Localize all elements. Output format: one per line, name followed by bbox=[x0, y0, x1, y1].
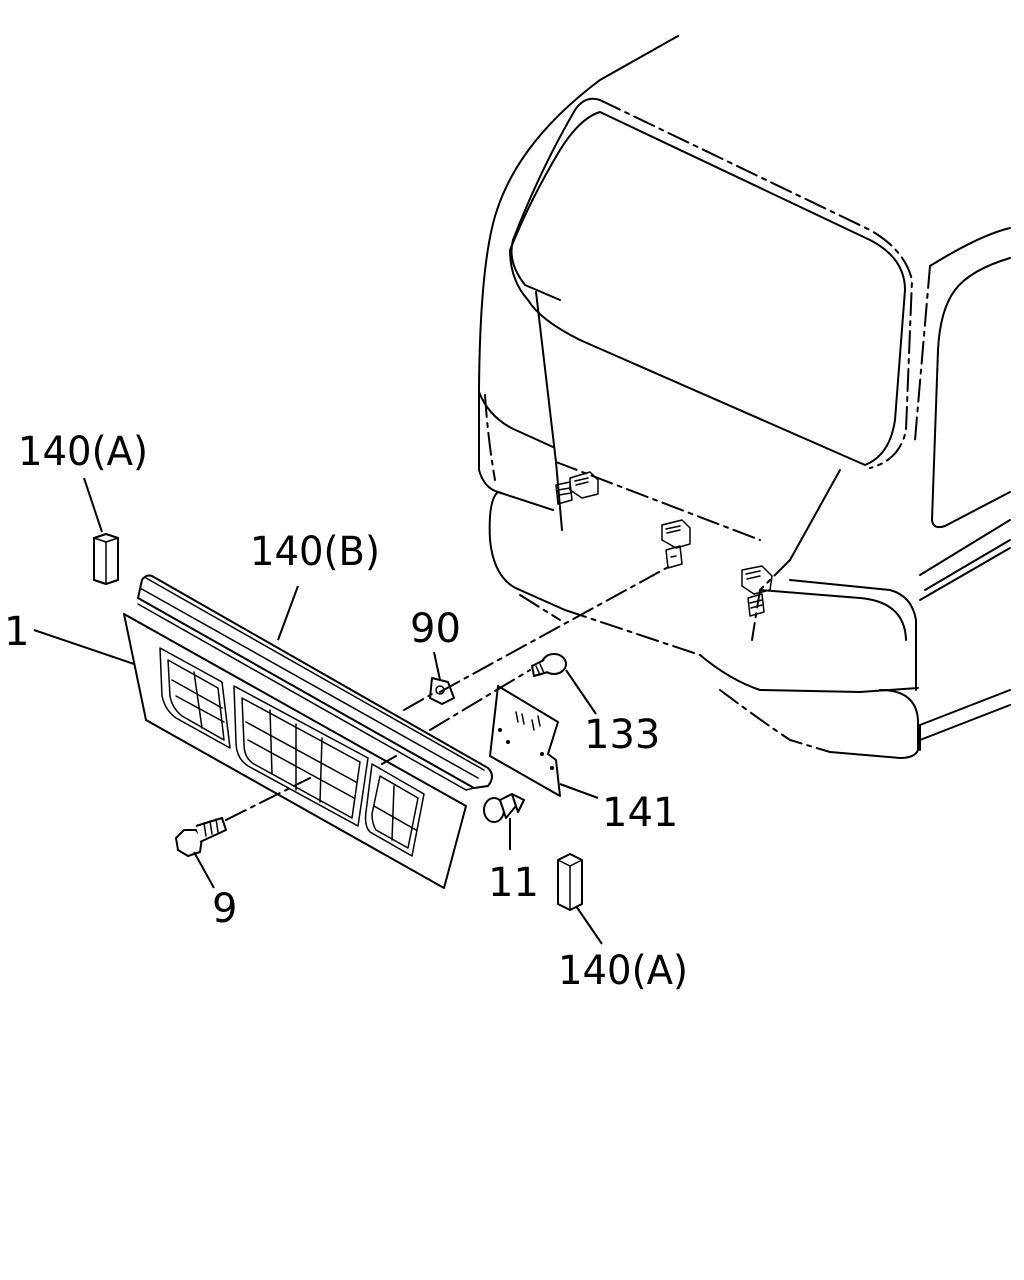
label-90: 90 bbox=[410, 606, 461, 652]
part-140a-bottom bbox=[557, 853, 583, 911]
part-labels: 140(A) 140(B) 1 90 133 141 11 9 140(A) bbox=[4, 429, 688, 994]
label-133: 133 bbox=[584, 712, 660, 758]
label-11: 11 bbox=[488, 860, 539, 906]
vehicle-rear bbox=[478, 35, 1011, 759]
part-1-garnish-panel bbox=[123, 613, 467, 889]
part-133-screw bbox=[531, 653, 567, 677]
part-11-fastener bbox=[483, 793, 525, 823]
vehicle-bracket-center bbox=[661, 519, 691, 569]
part-9-bolt bbox=[175, 817, 227, 857]
part-140a-top bbox=[93, 533, 119, 585]
label-140a-bottom: 140(A) bbox=[558, 948, 688, 994]
label-140b: 140(B) bbox=[250, 529, 380, 575]
part-141-plate bbox=[489, 685, 561, 797]
part-140b-moulding bbox=[137, 574, 493, 791]
vehicle-bracket-left bbox=[555, 471, 599, 505]
vehicle-bracket-right bbox=[741, 565, 773, 617]
label-140a-top: 140(A) bbox=[18, 429, 148, 475]
assembly-lines bbox=[225, 565, 671, 821]
label-9: 9 bbox=[212, 886, 237, 932]
leader-lines bbox=[33, 477, 603, 945]
label-1: 1 bbox=[4, 609, 29, 655]
label-141: 141 bbox=[602, 790, 678, 836]
